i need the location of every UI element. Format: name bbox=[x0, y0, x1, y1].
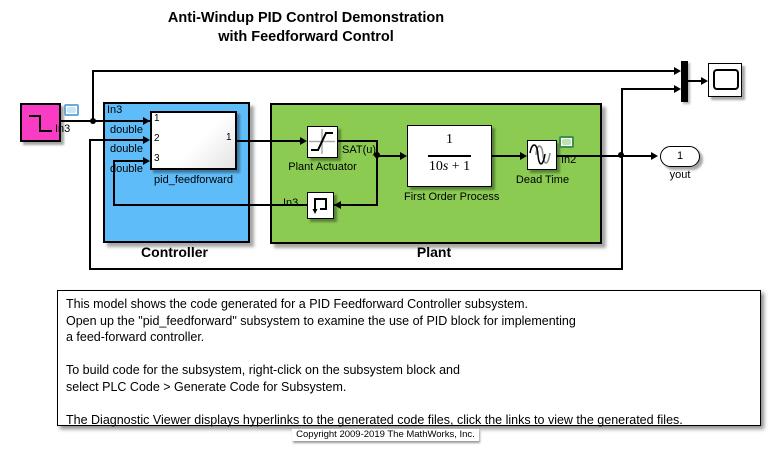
tf-den-tail: + 1 bbox=[448, 159, 471, 174]
model-title: Anti-Windup PID Control Demonstration wi… bbox=[36, 9, 576, 47]
first-order-process-block[interactable]: 1 10s + 1 bbox=[407, 125, 492, 187]
model-title-line1: Anti-Windup PID Control Demonstration bbox=[167, 10, 445, 26]
inport-source-block[interactable] bbox=[20, 103, 61, 142]
wire-fop-in[interactable] bbox=[377, 155, 401, 157]
pid-inport1-number: 1 bbox=[154, 113, 160, 124]
wire-to-mux2[interactable] bbox=[621, 88, 674, 90]
wire-feedback-bottom[interactable] bbox=[89, 268, 623, 270]
note-line-3: a feed-forward controller. bbox=[66, 330, 205, 344]
model-title-line2: with Feedforward Control bbox=[218, 29, 394, 45]
note-line-5: To build code for the subsystem, right-c… bbox=[66, 363, 460, 377]
plant-actuator-label: Plant Actuator bbox=[288, 161, 357, 173]
note-line-1: This model shows the code generated for … bbox=[66, 297, 529, 311]
tf-numerator: 1 bbox=[446, 132, 453, 147]
note-line-7 bbox=[66, 395, 752, 412]
branch-dot-source bbox=[90, 118, 96, 124]
signal-type-label-2: double bbox=[109, 143, 143, 155]
deadtime-signal-label: In2 bbox=[561, 154, 577, 166]
deadtime-monitor-badge[interactable] bbox=[559, 136, 574, 148]
first-order-process-label: First Order Process bbox=[404, 191, 500, 203]
pid-block-name-label: pid_feedforward bbox=[154, 174, 233, 186]
note-line-2: Open up the "pid_feedforward" subsystem … bbox=[66, 313, 576, 328]
tf-denominator: 10s + 1 bbox=[408, 159, 491, 175]
signal-monitor-badge-inner bbox=[67, 107, 76, 113]
source-name-label: In3 bbox=[55, 123, 71, 135]
wire-sat-drop[interactable] bbox=[376, 140, 378, 206]
rate-transition-icon bbox=[312, 198, 327, 214]
pid-feedforward-block[interactable] bbox=[150, 111, 237, 170]
arrowhead-port3 bbox=[143, 157, 150, 165]
arrowhead-deadtime-in bbox=[520, 152, 527, 160]
plant-actuator-block[interactable] bbox=[307, 126, 338, 158]
arrowhead-actuator-in bbox=[300, 137, 307, 145]
wire-source-out[interactable] bbox=[61, 120, 150, 122]
wire-fop-out[interactable] bbox=[492, 155, 520, 157]
note-line-6: select PLC Code > Generate Code for Subs… bbox=[66, 379, 347, 394]
rate-transition-label: In3 bbox=[283, 197, 299, 209]
note-line-4 bbox=[66, 346, 752, 363]
controller-inport-label: In3 bbox=[107, 104, 123, 116]
deadtime-monitor-badge-inner bbox=[562, 139, 571, 145]
pid-outport-number: 1 bbox=[226, 132, 232, 143]
scope-block[interactable] bbox=[708, 63, 742, 97]
yout-label: yout bbox=[669, 169, 691, 181]
note-line-8: The Diagnostic Viewer displays hyperlink… bbox=[66, 412, 683, 427]
transport-delay-icon bbox=[529, 144, 551, 165]
step-signal-icon bbox=[29, 115, 52, 132]
branch-dot-sat bbox=[374, 152, 380, 158]
tf-fraction-bar bbox=[428, 155, 471, 157]
wire-feedback-right[interactable] bbox=[621, 155, 623, 270]
yout-outport-block[interactable]: 1 bbox=[660, 146, 700, 167]
signal-monitor-badge[interactable] bbox=[64, 104, 79, 116]
dead-time-label: Dead Time bbox=[515, 174, 570, 186]
wire-port2-in[interactable] bbox=[89, 139, 143, 141]
wire-sat-to-rt[interactable] bbox=[334, 204, 378, 206]
scope-screen-icon bbox=[713, 69, 739, 90]
tf-den-var: s bbox=[442, 159, 449, 174]
model-description-annotation[interactable]: This model shows the code generated for … bbox=[57, 290, 761, 427]
arrowhead-fop-in bbox=[400, 152, 407, 160]
wire-rt-to-controller[interactable] bbox=[113, 204, 307, 206]
pid-inport2-number: 2 bbox=[154, 133, 160, 144]
sat-signal-label: SAT(u) bbox=[342, 144, 377, 156]
arrowhead-port2 bbox=[143, 136, 150, 144]
mux-block[interactable] bbox=[681, 61, 688, 102]
wire-branch-up[interactable] bbox=[92, 70, 94, 122]
wire-controller-out[interactable] bbox=[237, 140, 300, 142]
wire-mux-to-scope[interactable] bbox=[688, 80, 701, 82]
arrowhead-mux-in1 bbox=[674, 67, 681, 75]
arrowhead-port1 bbox=[143, 117, 150, 125]
wire-actuator-out[interactable] bbox=[338, 140, 378, 142]
wire-deadtime-out[interactable] bbox=[557, 155, 652, 157]
dead-time-block[interactable] bbox=[527, 140, 557, 170]
wire-port3-in[interactable] bbox=[113, 160, 143, 162]
saturation-icon bbox=[309, 129, 335, 154]
wire-port3-riser[interactable] bbox=[113, 160, 115, 206]
controller-caption: Controller bbox=[141, 244, 208, 260]
arrowhead-mux-in2 bbox=[674, 85, 681, 93]
arrowhead-scope-in bbox=[701, 77, 708, 85]
rate-transition-block[interactable] bbox=[307, 192, 334, 219]
wire-feedback-left[interactable] bbox=[89, 139, 91, 270]
copyright-annotation: Copyright 2009-2019 The MathWorks, Inc. bbox=[292, 429, 479, 441]
wire-yout-riser[interactable] bbox=[621, 88, 623, 157]
arrowhead-rt-in bbox=[334, 201, 341, 209]
branch-dot-yout bbox=[618, 152, 624, 158]
tf-den-coeff: 10 bbox=[428, 159, 443, 174]
wire-top-to-mux[interactable] bbox=[92, 70, 674, 72]
pid-inport3-number: 3 bbox=[154, 153, 160, 164]
signal-type-label-3: double bbox=[109, 163, 143, 175]
arrowhead-yout-in bbox=[651, 152, 658, 160]
yout-port-number: 1 bbox=[676, 150, 684, 162]
plant-caption: Plant bbox=[416, 244, 452, 260]
signal-type-label-1: double bbox=[109, 124, 143, 136]
